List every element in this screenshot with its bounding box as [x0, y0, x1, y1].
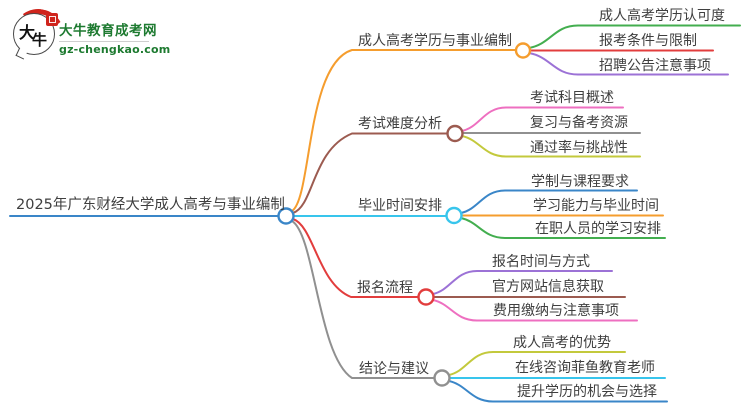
branch-5-line [291, 220, 435, 379]
branch-5-node-circle[interactable] [433, 369, 451, 387]
central-node-circle[interactable] [277, 207, 295, 225]
branch-3-child-3-line [460, 217, 666, 239]
branch-2-child-3-line [461, 135, 641, 158]
branch-2-label[interactable]: 考试难度分析 [358, 116, 442, 132]
branch-5-label[interactable]: 结论与建议 [359, 361, 429, 377]
branch-4-node-circle[interactable] [417, 288, 435, 306]
branch-1-line [291, 49, 517, 212]
branch-4-line [292, 218, 419, 298]
logo-red-seal-icon [46, 13, 58, 26]
branch-3-child-1-label[interactable]: 学制与课程要求 [531, 174, 629, 190]
branch-1-label[interactable]: 成人高考学历与事业编制 [358, 33, 512, 49]
branch-1-child-3-line [528, 52, 729, 76]
branch-4-label[interactable]: 报名流程 [357, 280, 413, 296]
logo-char-niu: 牛 [32, 31, 48, 49]
daniu-logo-icon: 大 牛 [7, 4, 69, 67]
branch-1-child-1-label[interactable]: 成人高考学历认可度 [599, 8, 725, 24]
site-name: 大牛教育成考网 [59, 23, 157, 39]
central-topic-label[interactable]: 2025年广东财经大学成人高考与事业编制 [16, 197, 285, 213]
branch-4-child-3-line [432, 299, 638, 322]
branch-5-child-1-label[interactable]: 成人高考的优势 [513, 335, 611, 351]
branch-4-child-3-label[interactable]: 费用缴纳与注意事项 [493, 303, 619, 319]
branch-1-node-circle[interactable] [514, 42, 532, 59]
branch-3-child-2-label[interactable]: 学习能力与毕业时间 [533, 198, 659, 214]
branch-3-node-circle[interactable] [445, 206, 463, 225]
site-logo[interactable]: 大 牛 大牛教育成考网 gz-chengkao.com [7, 4, 170, 67]
branch-2-child-2-label[interactable]: 复习与备考资源 [530, 115, 628, 131]
branch-1-child-2-label[interactable]: 报考条件与限制 [599, 33, 697, 49]
branch-4-child-1-label[interactable]: 报名时间与方式 [492, 254, 590, 270]
branch-2-node-circle[interactable] [446, 124, 464, 143]
branch-2-child-1-line [461, 106, 624, 132]
logo-char-da: 大 [19, 23, 36, 42]
branch-3-child-3-label[interactable]: 在职人员的学习安排 [535, 221, 661, 237]
branch-5-child-2-label[interactable]: 在线咨询菲鱼教育老师 [515, 360, 655, 376]
branch-5-child-3-line [448, 380, 668, 403]
branch-4-child-2-label[interactable]: 官方网站信息获取 [492, 279, 604, 295]
branch-1-child-3-label[interactable]: 招聘公告注意事项 [599, 58, 711, 74]
branch-1-child-1-line [528, 24, 741, 49]
branch-3-label[interactable]: 毕业时间安排 [358, 198, 442, 214]
branch-2-child-1-label[interactable]: 考试科目概述 [530, 90, 614, 106]
branch-4-child-1-line [432, 270, 613, 295]
site-domain: gz-chengkao.com [59, 43, 171, 56]
logo-separator [59, 41, 149, 42]
branch-5-child-3-label[interactable]: 提升学历的机会与选择 [517, 384, 657, 400]
branch-2-line [292, 132, 448, 214]
branch-5-child-1-line [448, 351, 626, 376]
branch-3-child-1-line [460, 189, 638, 214]
logo-text-block: 大牛教育成考网 gz-chengkao.com [59, 19, 170, 56]
branch-2-child-3-label[interactable]: 通过率与挑战性 [530, 140, 628, 156]
